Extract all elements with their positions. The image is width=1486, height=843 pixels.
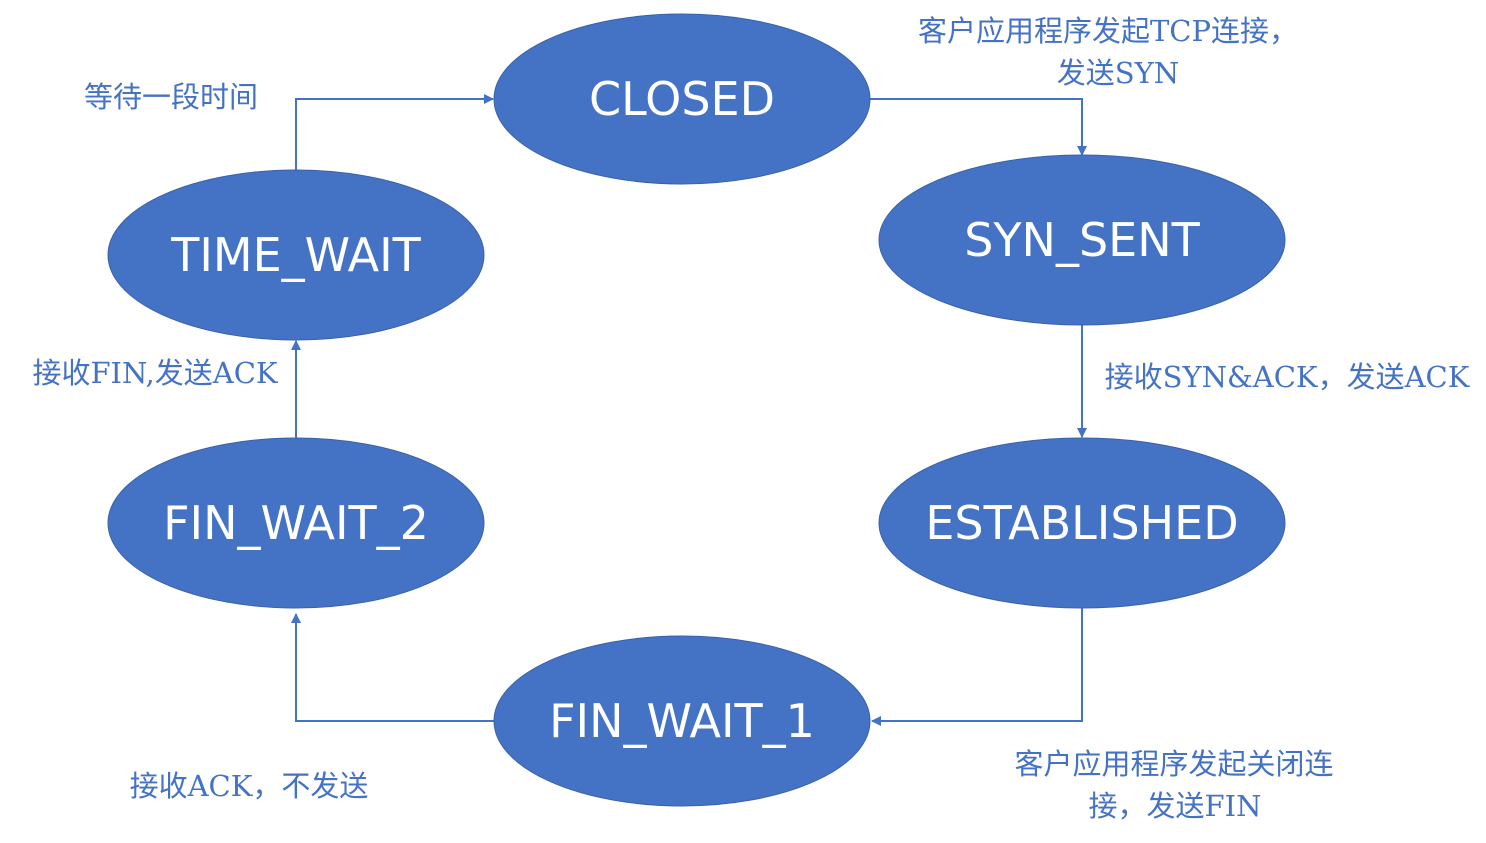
label-fin-wait-1-to-fin-wait-2: 接收ACK，不发送 (130, 769, 369, 803)
label-time-wait-to-closed: 等待一段时间 (84, 80, 258, 114)
label-closed-to-syn-sent-line2: 发送SYN (1057, 56, 1179, 90)
state-syn-sent-label: SYN_SENT (964, 213, 1200, 267)
state-established: ESTABLISHED (878, 437, 1286, 609)
label-fin-wait-2-to-time-wait: 接收FIN,发送ACK (32, 356, 278, 390)
state-fin-wait-2: FIN_WAIT_2 (107, 437, 485, 609)
edge-closed-to-syn-sent (870, 98, 1087, 156)
state-syn-sent: SYN_SENT (878, 154, 1286, 326)
label-syn-sent-to-established: 接收SYN&ACK，发送ACK (1105, 360, 1471, 394)
state-fin-wait-1-label: FIN_WAIT_1 (549, 694, 815, 748)
state-closed-label: CLOSED (589, 72, 775, 126)
label-established-to-fin-wait-1-line1: 客户应用程序发起关闭连 (1014, 747, 1333, 781)
state-established-label: ESTABLISHED (925, 496, 1238, 550)
state-closed: CLOSED (493, 13, 871, 185)
label-closed-to-syn-sent-line1: 客户应用程序发起TCP连接， (918, 14, 1298, 48)
state-fin-wait-1: FIN_WAIT_1 (493, 635, 871, 807)
state-time-wait: TIME_WAIT (107, 169, 485, 341)
state-fin-wait-2-label: FIN_WAIT_2 (163, 496, 429, 550)
edge-established-to-fin-wait-1 (871, 608, 1083, 726)
edge-time-wait-to-closed (295, 94, 494, 170)
edge-fin-wait-1-to-fin-wait-2 (291, 613, 496, 722)
state-time-wait-label: TIME_WAIT (170, 228, 421, 282)
label-established-to-fin-wait-1-line2: 接，发送FIN (1089, 789, 1262, 823)
